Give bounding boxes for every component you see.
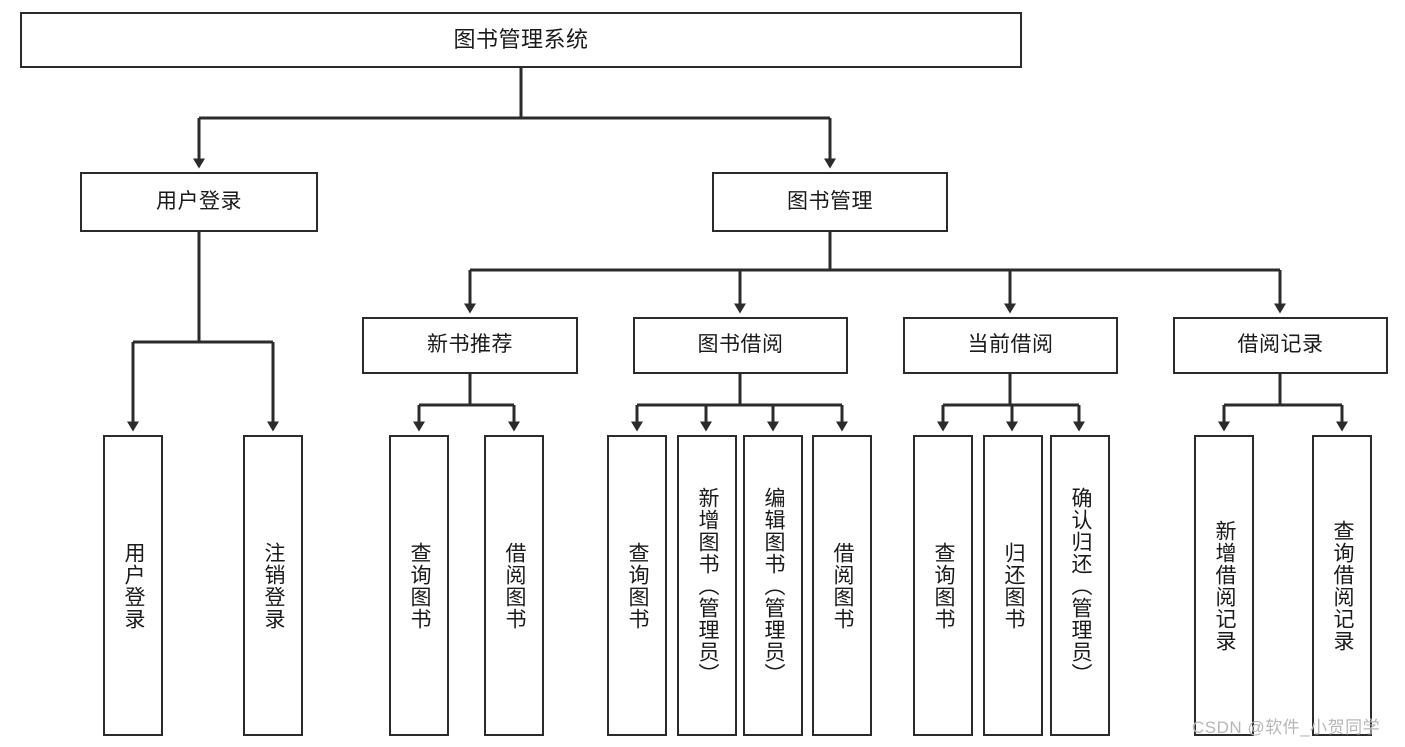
node-leaf-add-borrow-record-label: 新增借阅记录 <box>1213 519 1237 652</box>
node-leaf-newbook-query-book[interactable]: 查询图书 <box>389 435 449 736</box>
node-leaf-add-book-admin-label: 新增图书（管理员） <box>696 486 720 685</box>
node-leaf-return-book-label: 归还图书 <box>1002 541 1026 630</box>
node-current-borrow[interactable]: 当前借阅 <box>903 317 1118 374</box>
node-book-management[interactable]: 图书管理 <box>712 172 948 232</box>
node-user-login[interactable]: 用户登录 <box>80 172 318 232</box>
node-current-borrow-label: 当前借阅 <box>967 333 1054 357</box>
node-leaf-borrow-borrow-book-label: 借阅图书 <box>831 541 855 630</box>
node-leaf-confirm-return-admin[interactable]: 确认归还（管理员） <box>1050 435 1110 736</box>
node-leaf-newbook-borrow-book-label: 借阅图书 <box>503 541 527 630</box>
watermark-text: CSDN @软件_小贺同学 <box>1192 718 1381 737</box>
node-leaf-add-book-admin[interactable]: 新增图书（管理员） <box>677 435 737 736</box>
node-borrow-records-label: 借阅记录 <box>1237 333 1324 357</box>
node-leaf-query-borrow-record-label: 查询借阅记录 <box>1331 519 1355 652</box>
node-book-borrow-label: 图书借阅 <box>697 333 784 357</box>
node-book-management-label: 图书管理 <box>787 189 873 213</box>
node-leaf-current-query-book[interactable]: 查询图书 <box>913 435 973 736</box>
node-leaf-borrow-query-book-label: 查询图书 <box>626 541 650 630</box>
node-root-system[interactable]: 图书管理系统 <box>20 12 1022 68</box>
node-leaf-borrow-query-book[interactable]: 查询图书 <box>607 435 667 736</box>
node-leaf-add-borrow-record[interactable]: 新增借阅记录 <box>1194 435 1254 736</box>
node-leaf-current-query-book-label: 查询图书 <box>932 541 956 630</box>
node-leaf-logout[interactable]: 注销登录 <box>243 435 303 736</box>
node-leaf-confirm-return-admin-label: 确认归还（管理员） <box>1069 486 1093 685</box>
node-book-borrow[interactable]: 图书借阅 <box>633 317 848 374</box>
node-new-book-recommend[interactable]: 新书推荐 <box>362 317 578 374</box>
node-leaf-newbook-query-book-label: 查询图书 <box>408 541 432 630</box>
node-leaf-return-book[interactable]: 归还图书 <box>983 435 1043 736</box>
node-borrow-records[interactable]: 借阅记录 <box>1173 317 1388 374</box>
node-leaf-newbook-borrow-book[interactable]: 借阅图书 <box>484 435 544 736</box>
node-leaf-user-login[interactable]: 用户登录 <box>103 435 163 736</box>
node-leaf-borrow-borrow-book[interactable]: 借阅图书 <box>812 435 872 736</box>
node-new-book-recommend-label: 新书推荐 <box>427 333 513 357</box>
node-leaf-edit-book-admin[interactable]: 编辑图书（管理员） <box>743 435 803 736</box>
node-user-login-label: 用户登录 <box>156 189 242 213</box>
node-root-system-label: 图书管理系统 <box>453 27 589 53</box>
node-leaf-user-login-label: 用户登录 <box>122 541 146 630</box>
node-leaf-edit-book-admin-label: 编辑图书（管理员） <box>762 486 786 685</box>
node-leaf-logout-label: 注销登录 <box>262 541 286 630</box>
node-leaf-query-borrow-record[interactable]: 查询借阅记录 <box>1312 435 1372 736</box>
